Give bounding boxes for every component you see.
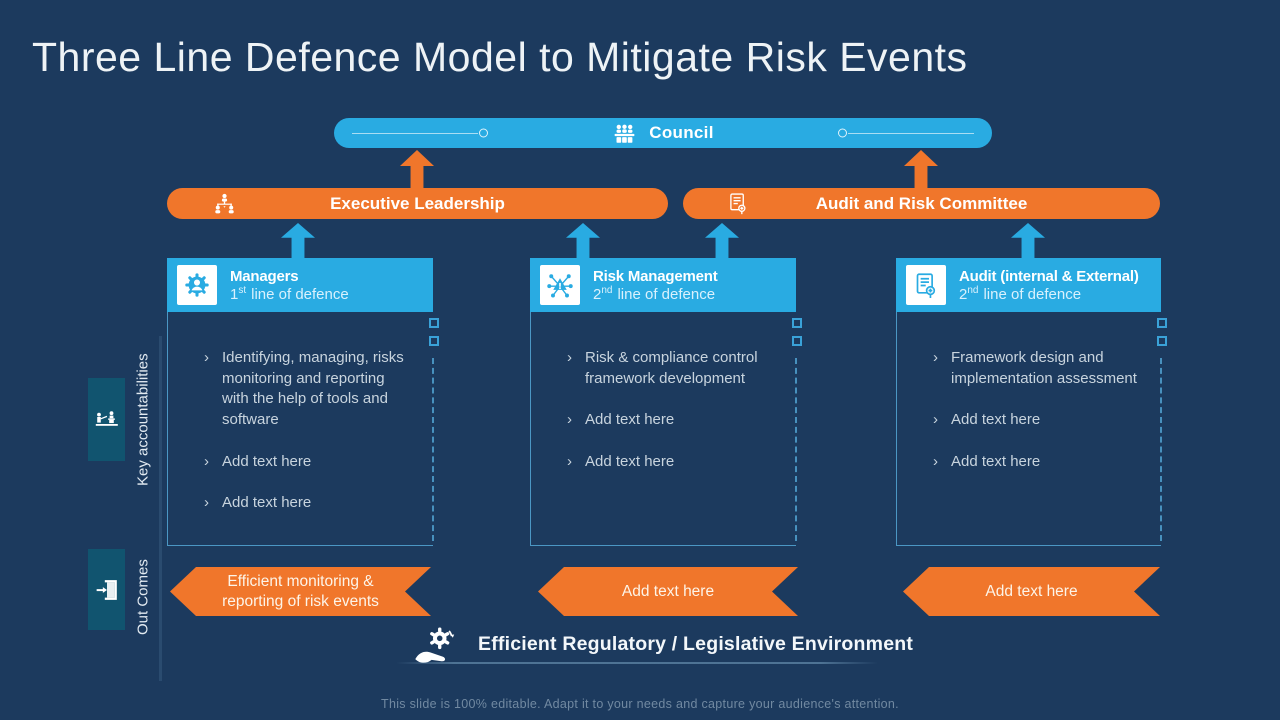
risk-network-icon bbox=[540, 265, 580, 305]
left-rail-divider bbox=[159, 336, 162, 681]
dashed-connector bbox=[795, 358, 797, 541]
bullet-item-placeholder[interactable]: ›Add text here bbox=[933, 411, 1041, 429]
arrow-up-audit-column bbox=[1011, 223, 1045, 258]
audit-risk-committee-bar: Audit and Risk Committee bbox=[683, 188, 1160, 219]
bottom-banner-label: Efficient Regulatory / Legislative Envir… bbox=[478, 633, 914, 655]
connector-handle bbox=[429, 336, 439, 346]
audit-magnifier-icon bbox=[906, 265, 946, 305]
bullet-item: ›Risk & compliance control framework dev… bbox=[567, 349, 758, 387]
arrow-up-riskmgmt-left bbox=[566, 223, 600, 258]
audit-outcome-banner[interactable]: Add text here bbox=[903, 567, 1160, 616]
council-icon bbox=[612, 124, 637, 143]
key-accountabilities-label: Key accountabilities bbox=[134, 353, 152, 487]
bottom-underline bbox=[396, 662, 878, 664]
bullet-item: ›Framework design and implementation ass… bbox=[933, 349, 1137, 387]
managers-title: Managers bbox=[230, 267, 299, 285]
dashed-connector bbox=[432, 358, 434, 541]
managers-bullet-list: ›Identifying, managing, risks monitoring… bbox=[168, 312, 433, 514]
risk-management-outcome-banner[interactable]: Add text here bbox=[538, 567, 798, 616]
bullet-item-placeholder[interactable]: ›Add text here bbox=[933, 453, 1041, 471]
council-left-line bbox=[352, 133, 478, 134]
audit-risk-committee-label: Audit and Risk Committee bbox=[815, 193, 1028, 213]
hand-gear-icon bbox=[413, 626, 460, 671]
arrow-up-executive-to-council bbox=[400, 150, 434, 188]
audit-document-icon bbox=[729, 192, 748, 216]
banner-line: Add text here bbox=[621, 582, 715, 600]
connector-handle bbox=[1157, 336, 1167, 346]
exit-door-icon-tile bbox=[88, 549, 125, 630]
gear-person-icon bbox=[177, 265, 217, 305]
executive-leadership-bar: Executive Leadership bbox=[167, 188, 668, 219]
arrow-up-audit-to-council bbox=[904, 150, 938, 188]
dashed-connector bbox=[1160, 358, 1162, 541]
audit-body: ›Framework design and implementation ass… bbox=[896, 312, 1167, 546]
arrow-up-managers bbox=[281, 223, 315, 258]
connector-handle bbox=[792, 336, 802, 346]
bullet-item-placeholder[interactable]: ›Add text here bbox=[567, 453, 675, 471]
council-right-dot bbox=[838, 128, 847, 138]
managers-outcome-banner: Efficient monitoring & reporting of risk… bbox=[170, 567, 431, 616]
arrow-up-riskmgmt-right bbox=[705, 223, 739, 258]
connector-handle bbox=[1157, 318, 1167, 328]
audit-bullet-list: ›Framework design and implementation ass… bbox=[897, 312, 1161, 473]
risk-management-body: ›Risk & compliance control framework dev… bbox=[530, 312, 802, 546]
footer-note: This slide is 100% editable. Adapt it to… bbox=[381, 697, 899, 711]
managers-body: ›Identifying, managing, risks monitoring… bbox=[167, 312, 439, 546]
bullet-item-placeholder[interactable]: ›Add text here bbox=[204, 452, 312, 470]
council-left-dot bbox=[479, 128, 488, 138]
slide-title: Three Line Defence Model to Mitigate Ris… bbox=[32, 34, 968, 80]
risk-management-title: Risk Management bbox=[593, 267, 718, 285]
training-icon-tile bbox=[88, 378, 125, 461]
banner-line: Efficient monitoring & bbox=[227, 573, 374, 591]
bullet-item-placeholder[interactable]: ›Add text here bbox=[567, 411, 675, 429]
council-label: Council bbox=[649, 123, 714, 142]
banner-line: reporting of risk events bbox=[222, 592, 379, 610]
connector-handle bbox=[429, 318, 439, 328]
hierarchy-icon bbox=[213, 193, 236, 215]
executive-leadership-label: Executive Leadership bbox=[330, 193, 505, 213]
council-right-line bbox=[848, 133, 974, 134]
bullet-item: ›Identifying, managing, risks monitoring… bbox=[204, 349, 404, 429]
banner-line: Add text here bbox=[985, 582, 1078, 600]
training-icon bbox=[95, 410, 118, 426]
outcomes-label: Out Comes bbox=[134, 559, 152, 635]
bullet-item-placeholder[interactable]: ›Add text here bbox=[204, 494, 312, 512]
exit-door-icon bbox=[96, 579, 117, 600]
connector-handle bbox=[792, 318, 802, 328]
risk-management-bullet-list: ›Risk & compliance control framework dev… bbox=[531, 312, 796, 473]
audit-title: Audit (internal & External) bbox=[959, 267, 1139, 285]
council-bar: Council bbox=[334, 118, 992, 148]
